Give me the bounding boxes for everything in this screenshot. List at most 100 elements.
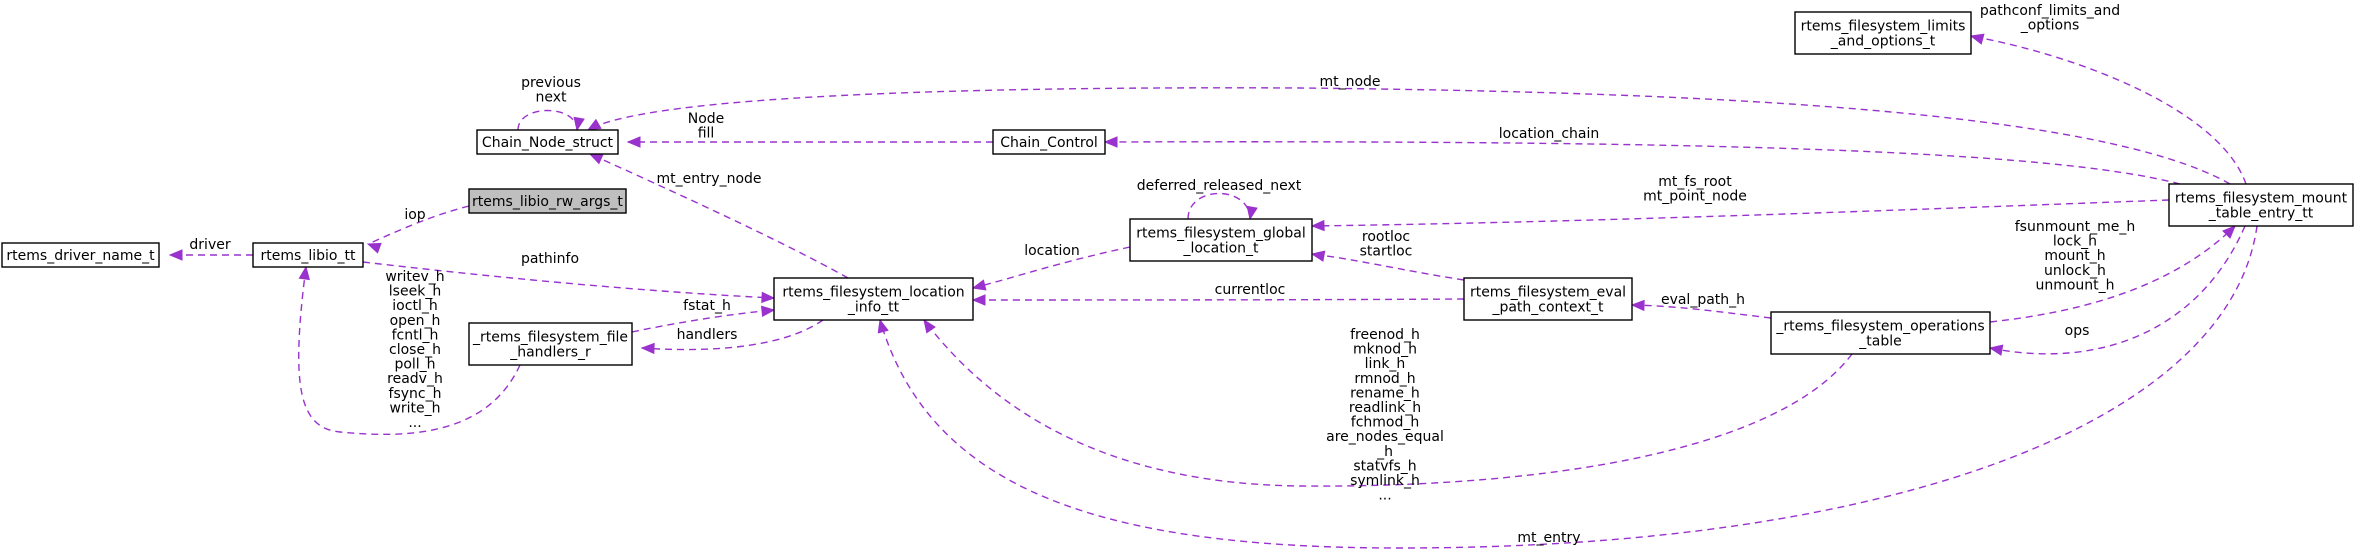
edge-location-chain (1103, 136, 2181, 185)
nodes-layer: rtems_driver_name_t rtems_libio_tt rtems_l… (1, 11, 2354, 366)
edge-label-line: fsync_h (389, 386, 442, 402)
node-chain-node[interactable]: Chain_Node_struct (476, 129, 619, 155)
edge-label-line: ioctl_h (392, 298, 437, 314)
edge-line (879, 225, 2258, 549)
arrow-head (760, 305, 776, 318)
arrow-head (971, 279, 987, 291)
arrow-head (2222, 225, 2236, 239)
edge-label-line: eval_path_h (1661, 292, 1745, 308)
edge-deferred (1187, 192, 1258, 221)
edge-label-iop: iop (404, 207, 425, 223)
node-label: Chain_Control (1000, 135, 1098, 151)
edge-line (972, 246, 1131, 289)
edge-label-line: ops (2065, 323, 2090, 339)
arrow-head (1310, 219, 1325, 232)
edge-line (1311, 253, 1465, 281)
node-location-info[interactable]: rtems_filesystem_location_info_tt (773, 277, 974, 321)
node-driver-name[interactable]: rtems_driver_name_t (1, 242, 160, 268)
node-box (468, 188, 627, 214)
node-operations[interactable]: _rtems_filesystem_operations_table (1770, 311, 1991, 355)
edge-line (1989, 225, 2236, 323)
edge-mt-entry (877, 225, 2258, 549)
edge-labels-layer: driver iop pathinfo writev_hlseek_hioctl_ho… (189, 3, 2135, 546)
node-box (1770, 311, 1991, 355)
node-eval-path[interactable]: rtems_filesystem_eval_path_context_t (1463, 277, 1633, 321)
edge-eval-path-h (1630, 299, 1772, 319)
edge-label-driver: driver (189, 237, 230, 253)
node-label: rtems_libio_rw_args_t (472, 194, 623, 210)
edge-label-line: pathconf_limits_and (1980, 3, 2120, 19)
edge-location (971, 246, 1131, 291)
node-box (2168, 183, 2354, 227)
edge-handlers (640, 319, 824, 355)
edge-self-next (517, 109, 585, 132)
node-rw-args[interactable]: rtems_libio_rw_args_t (468, 188, 627, 214)
node-chain-control[interactable]: Chain_Control (992, 129, 1106, 155)
node-label: _table (1858, 333, 1901, 349)
arrow-head (761, 291, 776, 304)
edge-label-line: driver (189, 237, 230, 253)
edge-fstat (631, 305, 776, 333)
edge-label-pathconf: pathconf_limits_and_options (1980, 3, 2120, 34)
edge-label-line: handlers (677, 327, 738, 343)
node-global-location[interactable]: rtems_filesystem_global_location_t (1129, 218, 1313, 262)
node-label: rtems_filesystem_limits (1801, 19, 1966, 35)
edge-label-pathinfo: pathinfo (521, 251, 579, 267)
edge-label-line: rmnod_h (1354, 371, 1415, 387)
arrow-head (298, 265, 310, 281)
edge-label-line: rename_h (1350, 385, 1420, 401)
node-limits[interactable]: rtems_filesystem_limits_and_options_t (1794, 11, 1972, 55)
edge-pathconf (1969, 33, 2247, 185)
edge-label-mt-entry-node: mt_entry_node (656, 171, 761, 187)
edge-label-line: ... (408, 415, 421, 431)
edge-libio-handlers (298, 265, 521, 436)
node-box (476, 129, 619, 155)
edge-label-line: lseek_h (389, 284, 441, 300)
edge-line (631, 309, 775, 333)
arrow-head (1988, 344, 2004, 356)
edge-label-location: location (1024, 243, 1080, 259)
edge-label-line: open_h (390, 313, 441, 329)
edge-line (362, 261, 775, 299)
edge-rootloc (1310, 250, 1465, 281)
node-file-handlers[interactable]: _rtems_filesystem_file_handlers_r (468, 322, 633, 366)
edge-pathinfo (362, 261, 776, 304)
edge-label-line: deferred_released_next (1137, 178, 1302, 194)
edge-label-line: mt_node (1319, 74, 1380, 90)
edge-line (923, 319, 1853, 487)
edge-label-line: mount_h (2044, 248, 2105, 264)
edge-label-line: iop (404, 207, 425, 223)
node-label: _location_t (1182, 240, 1259, 256)
edge-mount-handlers (1989, 225, 2236, 323)
node-box (1129, 218, 1313, 262)
edge-mt-node (586, 87, 2231, 185)
edge-line (367, 205, 470, 245)
edge-label-line: freenod_h (1350, 327, 1420, 343)
node-label: _table_entry_tt (2208, 205, 2314, 221)
edge-ops-handlers (923, 318, 1853, 487)
edge-line (1104, 141, 2181, 185)
edge-label-line: fill (698, 126, 715, 142)
edge-label-libio-handlers: writev_hlseek_hioctl_hopen_hfcntl_hclose… (385, 269, 444, 431)
edge-line (587, 87, 2231, 185)
node-box (1463, 277, 1633, 321)
node-box (1, 242, 160, 268)
edge-label-currentloc: currentloc (1215, 282, 1286, 298)
edge-label-eval-path-h: eval_path_h (1661, 292, 1745, 308)
edge-label-line: statvfs_h (1353, 458, 1416, 474)
edge-line (972, 298, 1465, 301)
edge-label-ops: ops (2065, 323, 2090, 339)
edge-label-line: mt_point_node (1643, 189, 1747, 205)
node-libio[interactable]: rtems_libio_tt (252, 242, 364, 268)
edge-line (1187, 192, 1251, 220)
node-mount-table[interactable]: rtems_filesystem_mount_table_entry_tt (2168, 183, 2354, 227)
edge-label-line: mknod_h (1353, 342, 1417, 358)
edge-line (1631, 304, 1772, 319)
edge-label-line: pathinfo (521, 251, 579, 267)
node-label: rtems_filesystem_global (1136, 226, 1305, 242)
edge-label-line: ... (1378, 488, 1391, 504)
arrow-head (168, 249, 183, 261)
